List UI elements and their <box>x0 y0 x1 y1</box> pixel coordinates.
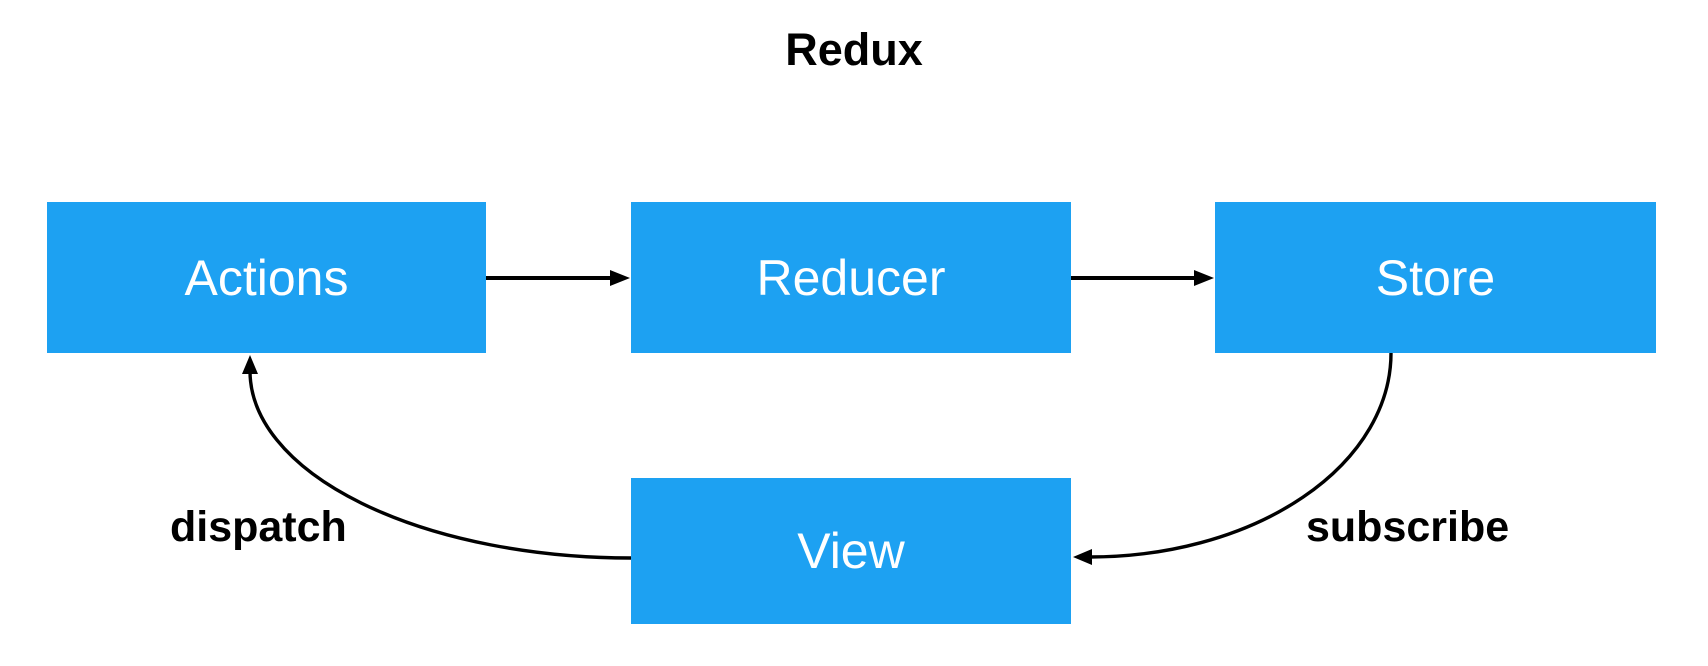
edge-label-subscribe: subscribe <box>1306 503 1510 551</box>
node-store-label: Store <box>1375 249 1496 306</box>
node-actions-label: Actions <box>184 249 349 306</box>
node-actions: Actions <box>47 202 486 353</box>
node-store: Store <box>1215 202 1656 353</box>
actions-to-reducer-arrowhead-icon <box>610 270 630 286</box>
node-view-label: View <box>797 523 905 579</box>
store-to-view-arrowhead-icon <box>1073 549 1092 565</box>
diagram-title: Redux <box>785 24 923 75</box>
node-view: View <box>631 478 1071 624</box>
reducer-to-store-arrowhead-icon <box>1194 270 1214 286</box>
node-reducer: Reducer <box>631 202 1071 353</box>
view-to-actions-arrowhead-icon <box>242 355 258 374</box>
node-reducer-label: Reducer <box>756 249 946 306</box>
edge-label-dispatch: dispatch <box>170 503 347 551</box>
